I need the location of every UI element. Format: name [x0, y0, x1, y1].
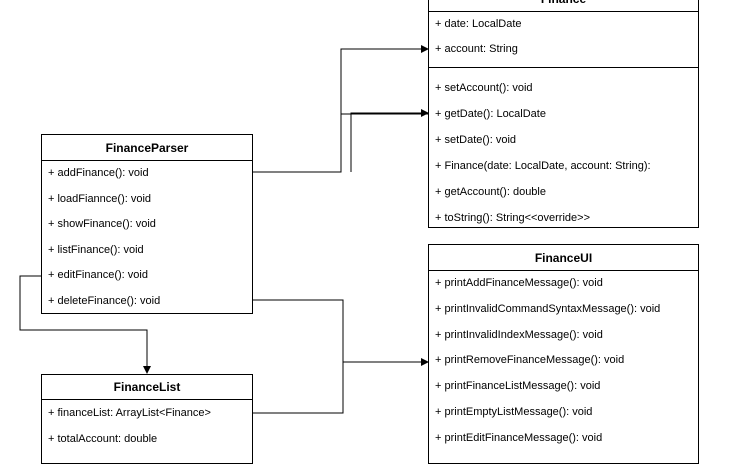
financeui-method-printaddfinancemessage: + printAddFinanceMessage(): void	[435, 277, 603, 289]
finance-method-constructor: + Finance(date: LocalDate, account: Stri…	[435, 160, 651, 172]
financeparser-method-editfinance: + editFinance(): void	[48, 269, 148, 281]
class-financelist-title: FinanceList	[42, 375, 252, 400]
parser-to-finance-getdate-connector	[253, 113, 428, 173]
financeui-method-printfinancelistmessage: + printFinanceListMessage(): void	[435, 380, 601, 393]
class-financeparser[interactable]: FinanceParser + addFinance(): void + loa…	[41, 134, 253, 314]
financeui-method-printinvalidindexmessage: + printInvalidIndexMessage(): void	[435, 328, 603, 341]
financeparser-method-showfinance: + showFinance(): void	[48, 218, 156, 230]
financeparser-method-deletefinance: + deleteFinance(): void	[48, 294, 161, 307]
financeui-method-printeditfinancemessage: + printEditFinanceMessage(): void	[435, 431, 603, 444]
financeparser-method-listfinance: + listFinance(): void	[48, 243, 144, 256]
financelist-to-financeui-connector	[253, 362, 344, 414]
finance-method-getaccount: + getAccount(): double	[435, 186, 546, 198]
financeui-method-printremovefinancemessage: + printRemoveFinanceMessage(): void	[435, 354, 625, 367]
finance-method-setaccount: + setAccount(): void	[435, 82, 533, 94]
financeui-method-printemptylistmessage: + printEmptyListMessage(): void	[435, 405, 593, 418]
parser-to-finance-getdate-branch	[350, 109, 429, 172]
finance-separator	[429, 67, 698, 75]
finance-attribute-date: + date: LocalDate	[435, 18, 522, 30]
class-financelist[interactable]: FinanceList + financeList: ArrayList<Fin…	[41, 374, 253, 464]
finance-method-setdate: + setDate(): void	[435, 134, 517, 146]
financelist-attribute-financelist: + financeList: ArrayList<Finance>	[48, 407, 211, 419]
financeui-method-printinvalidcommandsyntaxmessage: + printInvalidCommandSyntaxMessage(): vo…	[435, 302, 661, 315]
finance-method-getdate: + getDate(): LocalDate	[435, 108, 546, 120]
parser-to-financelist-connector	[19, 275, 151, 374]
finance-method-tostring: + toString(): String<<override>>	[435, 212, 590, 224]
class-financeparser-title: FinanceParser	[42, 135, 252, 161]
class-finance[interactable]: Finance + date: LocalDate + account: Str…	[428, 0, 699, 228]
class-financeui-title: FinanceUI	[429, 245, 698, 271]
connectors	[19, 45, 429, 414]
financeparser-method-loadfinance: + loadFiannce(): void	[48, 192, 152, 205]
financelist-attribute-totalaccount: + totalAccount: double	[48, 433, 158, 445]
class-financeui[interactable]: FinanceUI + printAddFinanceMessage(): vo…	[428, 244, 699, 464]
financeparser-method-addfinance: + addFinance(): void	[48, 167, 149, 179]
class-finance-title: Finance	[429, 0, 698, 12]
finance-attribute-account: + account: String	[435, 43, 518, 55]
parser-to-financeui-connector	[253, 299, 429, 366]
